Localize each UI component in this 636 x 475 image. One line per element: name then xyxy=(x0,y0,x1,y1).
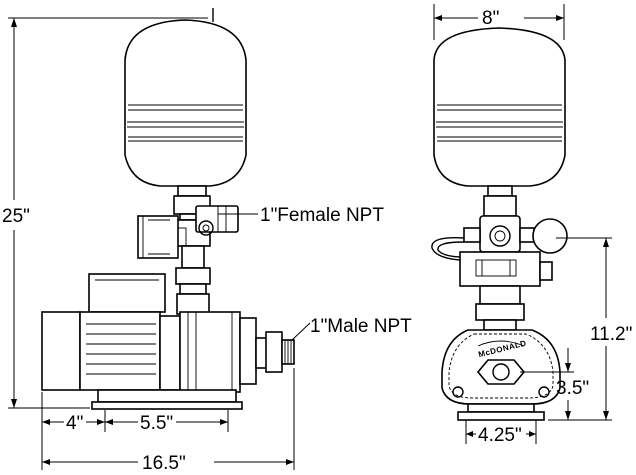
side-motor xyxy=(41,273,257,393)
inlet-leader xyxy=(291,322,311,341)
pressure-gauge xyxy=(532,218,568,254)
length-dimension xyxy=(41,368,295,470)
side-tank-fittings xyxy=(173,185,239,247)
length-label: 16.5" xyxy=(142,453,186,474)
outlet-height-label: 11.2" xyxy=(590,324,632,345)
front-base xyxy=(457,403,545,421)
front-riser-pipe xyxy=(475,285,525,331)
base-width-dimension xyxy=(465,420,537,444)
front-pressure-tank xyxy=(433,27,566,187)
side-view: 25" 1"Female NPT 1"Male NPT 4" 5.5" 16.5… xyxy=(2,8,412,474)
side-pressure-tank xyxy=(124,8,247,187)
foot-offset-label: 4" xyxy=(66,413,83,434)
height-dimension xyxy=(8,17,208,409)
side-pressure-switch xyxy=(137,215,187,259)
inlet-label: 1"Male NPT xyxy=(310,316,412,337)
side-base xyxy=(91,389,243,410)
inlet-height-label: 3.5" xyxy=(556,378,589,399)
height-label: 25" xyxy=(2,206,30,227)
outlet-label: 1"Female NPT xyxy=(260,205,384,226)
base-width-label: 4.25" xyxy=(478,425,522,446)
front-pump-head: McDONALD xyxy=(441,329,561,405)
tank-width-label: 8" xyxy=(482,8,499,29)
side-riser-pipe xyxy=(175,245,211,315)
tank-width-dimension xyxy=(433,4,565,40)
inlet-height-dimension xyxy=(520,348,574,420)
outlet-height-dimension xyxy=(548,237,612,421)
front-view: McDONALD xyxy=(431,4,632,446)
foot-span-label: 5.5" xyxy=(140,413,173,434)
front-pressure-switch xyxy=(459,251,553,287)
foot-dimensions xyxy=(41,392,229,432)
side-inlet-fitting xyxy=(255,331,295,373)
front-tank-fittings xyxy=(431,185,568,261)
